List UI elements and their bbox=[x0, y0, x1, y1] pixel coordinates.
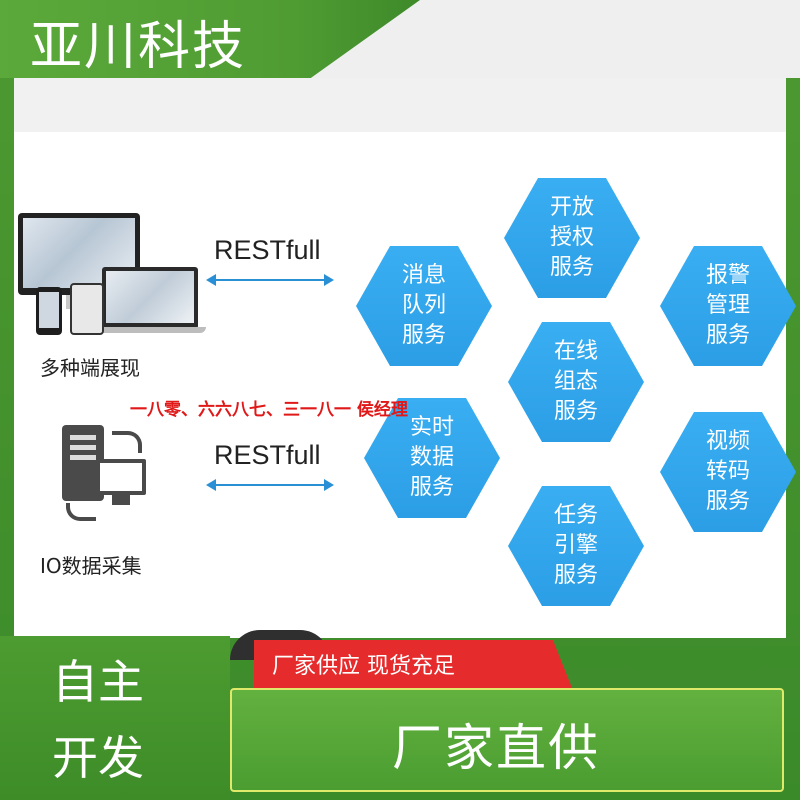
laptop-icon bbox=[102, 267, 198, 329]
laptop-base bbox=[94, 327, 206, 333]
canvas-top-band bbox=[14, 78, 786, 132]
bottom-left-panel bbox=[0, 636, 230, 800]
hex-video-transcode: 视频 转码 服务 bbox=[660, 412, 796, 532]
diagram-canvas bbox=[14, 78, 786, 638]
io-server-icon bbox=[58, 425, 150, 521]
restfull-label-top: RESTfull bbox=[214, 235, 321, 265]
hex-online-config: 在线 组态 服务 bbox=[508, 322, 644, 442]
hex-open-auth: 开放 授权 服务 bbox=[504, 178, 640, 298]
brand-name: 亚川科技 bbox=[30, 17, 247, 77]
hex-task-engine: 任务 引擎 服务 bbox=[508, 486, 644, 606]
devices-label: 多种端展现 bbox=[40, 356, 140, 380]
main-banner: 厂家直供 bbox=[230, 688, 784, 792]
multi-device-illustration bbox=[18, 213, 206, 343]
supply-ribbon: 厂家供应 现货充足 bbox=[254, 640, 572, 688]
restfull-label-bottom: RESTfull bbox=[214, 440, 321, 470]
banner-left-line1: 自主 bbox=[52, 655, 144, 709]
phone-icon bbox=[36, 287, 62, 335]
io-label: IO数据采集 bbox=[40, 554, 142, 578]
banner-left-line2: 开发 bbox=[52, 731, 144, 785]
tablet-icon bbox=[70, 283, 104, 335]
double-arrow-bottom-icon bbox=[206, 479, 334, 491]
double-arrow-top-icon bbox=[206, 274, 334, 286]
contact-overlay-text: 一八零、六六八七、三一八一 侯经理 bbox=[130, 400, 408, 420]
hex-alarm-management: 报警 管理 服务 bbox=[660, 246, 796, 366]
